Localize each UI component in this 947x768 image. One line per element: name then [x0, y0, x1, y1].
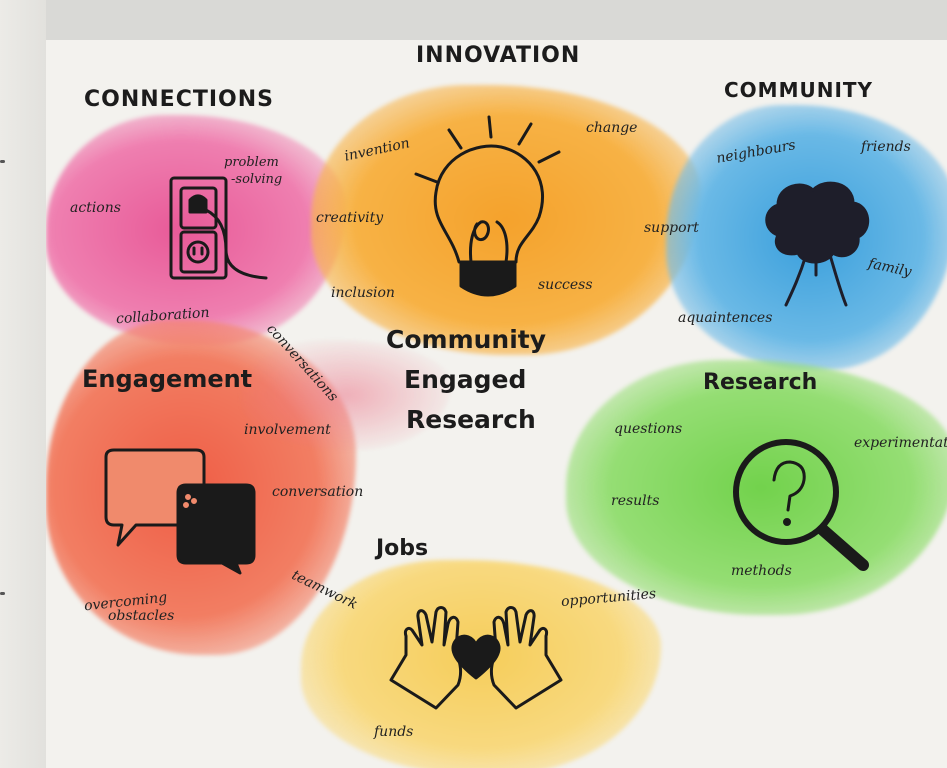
note-creativity: creativity	[316, 210, 384, 226]
connections-title: CONNECTIONS	[84, 87, 274, 112]
watercolor-poster: INNOVATION CONNECTIONS COMMUNITY Communi…	[46, 40, 947, 768]
note-questions: questions	[614, 421, 683, 437]
note-methods: methods	[731, 563, 792, 579]
pink-wash	[46, 115, 346, 345]
community-title: COMMUNITY	[724, 78, 874, 102]
green-wash	[566, 360, 947, 615]
pink-red-wash	[241, 340, 451, 450]
note-actions: actions	[70, 200, 121, 216]
center-line-1: Community	[386, 325, 547, 354]
outlet-plug-icon	[169, 176, 268, 280]
note-change: change	[586, 120, 638, 136]
note-inclusion: inclusion	[331, 285, 395, 301]
note-aquaintences: aquaintences	[678, 310, 773, 326]
note-solving: -solving	[231, 172, 283, 187]
engagement-title: Engagement	[82, 365, 253, 393]
note-conversation: conversation	[272, 484, 364, 500]
center-line-2: Engaged	[404, 365, 527, 394]
note-funds: funds	[374, 724, 414, 740]
note-problem: problem	[224, 155, 279, 170]
innovation-title: INNOVATION	[416, 43, 581, 68]
background-strip	[0, 0, 46, 768]
hands-heart-icon	[389, 606, 563, 710]
edge-mark	[0, 592, 5, 595]
note-involvement: involvement	[244, 422, 331, 438]
lightbulb-icon	[414, 115, 561, 297]
magnifying-glass-icon	[733, 439, 869, 571]
note-obstacles: obstacles	[108, 608, 175, 624]
research-title: Research	[703, 370, 818, 395]
note-experimentation: experimentation	[854, 435, 947, 451]
orange-wash	[311, 85, 701, 355]
note-friends: friends	[861, 139, 911, 155]
edge-mark	[0, 160, 5, 163]
jobs-title: Jobs	[376, 536, 429, 561]
speech-bubbles-icon	[104, 448, 256, 575]
tree-icon	[765, 181, 869, 307]
note-success: success	[538, 277, 593, 293]
center-line-3: Research	[406, 405, 536, 434]
note-results: results	[611, 493, 660, 509]
note-support: support	[644, 220, 699, 236]
